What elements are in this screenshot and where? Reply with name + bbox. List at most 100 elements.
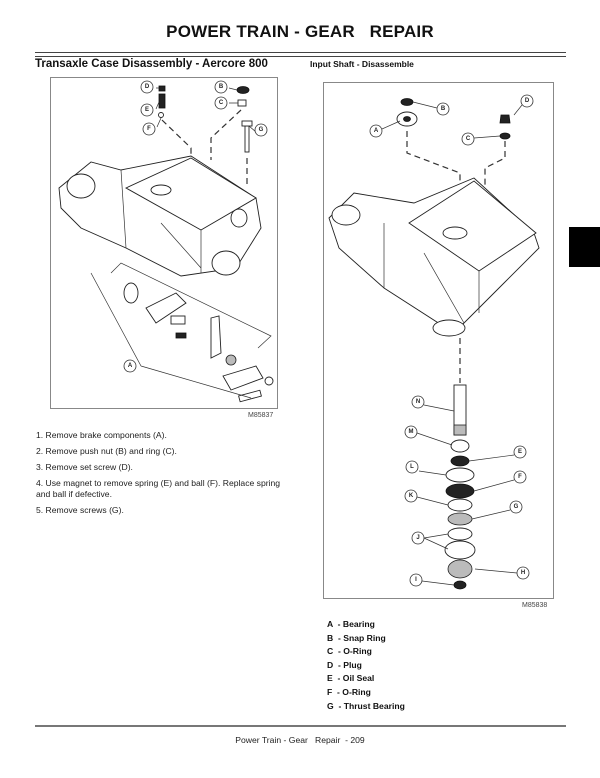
svg-text:G: G [514, 504, 519, 510]
legend-item: G - Thrust Bearing [327, 700, 405, 711]
callout-L: L [405, 460, 419, 474]
svg-text:A: A [374, 128, 379, 134]
ring-part [237, 99, 247, 107]
step-item: 1. Remove brake components (A). [36, 430, 167, 440]
legend-item: B - Snap Ring [327, 632, 386, 643]
step-item: 5. Remove screws (G). [36, 505, 124, 515]
callout-C: C [461, 132, 475, 146]
page-title: POWER TRAIN - GEAR REPAIR [166, 22, 434, 41]
callout-leaders [381, 101, 523, 586]
callout-H: H [516, 566, 530, 580]
svg-text:K: K [409, 493, 414, 499]
svg-text:H: H [521, 570, 525, 576]
callout-D: D [140, 80, 154, 94]
screw-part [244, 125, 250, 153]
bearing-bore [403, 116, 411, 122]
section-heading-transaxle: Transaxle Case Disassembly - Aercore 800 [35, 58, 268, 70]
page-footer: Power Train - Gear Repair - 209 [235, 735, 365, 745]
housing-top-face [408, 180, 537, 272]
svg-text:G: G [259, 127, 264, 133]
transaxle-housing [328, 177, 540, 334]
housing-axle-end [331, 204, 361, 226]
input-shaft-illustration: B A D C N M E L F K G J H I [328, 94, 540, 590]
section-heading-input-shaft: Input Shaft - Disassemble [310, 59, 414, 69]
footer-rule [35, 725, 566, 727]
figure-transaxle-case: D E F B C G A [50, 77, 278, 409]
parts-legend: A - Bearing B - Snap Ring C - O-Ring D -… [327, 618, 405, 713]
svg-text:C: C [466, 136, 471, 142]
race-j-part [444, 540, 476, 560]
case-axle-end [230, 208, 248, 228]
svg-text:F: F [518, 474, 522, 480]
procedure-steps: 1. Remove brake components (A). 2. Remov… [36, 430, 292, 521]
screw-head [241, 120, 253, 127]
o-ring-part [499, 132, 511, 140]
brake-group-outline [110, 262, 272, 349]
svg-text:E: E [518, 449, 522, 455]
case-boss [150, 184, 172, 196]
washer-k-part [447, 498, 473, 512]
retainer-i-part [453, 580, 467, 590]
svg-text:D: D [525, 98, 530, 104]
legend-item: F - O-Ring [327, 686, 371, 697]
svg-text:J: J [416, 535, 419, 541]
ball-part [158, 112, 164, 118]
svg-text:C: C [219, 100, 224, 106]
legend-item: D - Plug [327, 659, 362, 670]
svg-text:A: A [128, 363, 133, 369]
nut-part [264, 376, 274, 386]
svg-text:B: B [219, 84, 224, 90]
callout-K: K [404, 489, 418, 503]
svg-text:B: B [441, 106, 446, 112]
callout-M: M [404, 425, 418, 439]
brake-lever-part [210, 315, 222, 359]
brake-arm-part [145, 292, 187, 324]
case-axle-end [211, 250, 241, 276]
svg-text:F: F [147, 126, 151, 132]
figure-id-right: M85838 [522, 602, 548, 609]
spring-part [158, 93, 166, 109]
callout-E: E [140, 103, 154, 117]
washer-l-part [445, 467, 475, 483]
legend-item: E - Oil Seal [327, 673, 375, 684]
shaft-spline [453, 424, 467, 436]
callout-I: I [409, 573, 423, 587]
figure-id-left: M85837 [248, 412, 274, 419]
callout-A: A [369, 124, 383, 138]
housing-axle-end [432, 319, 466, 337]
dashed-guide [406, 131, 461, 233]
case-edges [120, 169, 202, 273]
callout-G: G [509, 500, 523, 514]
set-screw-part [158, 85, 166, 92]
callout-N: N [411, 395, 425, 409]
dashed-guide [484, 141, 506, 188]
callout-A: A [123, 359, 137, 373]
callout-G: G [254, 123, 268, 137]
case-axle-end [66, 173, 96, 199]
legend-item: A - Bearing [327, 619, 375, 629]
plug-part [499, 114, 511, 124]
svg-text:D: D [145, 84, 150, 90]
bolt-part [238, 389, 262, 403]
transaxle-illustration: D E F B C G A [58, 80, 274, 403]
thrust-bearing-part [447, 512, 473, 526]
figure-input-shaft: B A D C N M E L F K G J H I [323, 82, 554, 599]
housing-boss [442, 226, 468, 240]
oil-seal-part [450, 455, 470, 467]
o-ring-f-part [445, 483, 475, 499]
pinion-gear-part [447, 559, 473, 579]
legend-item: C - O-Ring [327, 646, 372, 657]
callout-C: C [214, 96, 228, 110]
dashed-guide [210, 109, 242, 160]
callout-B: B [436, 102, 450, 116]
washer-part [225, 354, 237, 366]
step-item: 2. Remove push nut (B) and ring (C). [36, 446, 177, 456]
header-rule [35, 52, 566, 57]
case-top-face [125, 157, 257, 231]
brake-disc-part [123, 282, 139, 304]
bearing-m-part [450, 439, 470, 453]
svg-text:M: M [409, 429, 414, 435]
brake-spring-part [175, 332, 187, 339]
svg-text:L: L [410, 464, 414, 470]
race-j-part [447, 527, 473, 541]
